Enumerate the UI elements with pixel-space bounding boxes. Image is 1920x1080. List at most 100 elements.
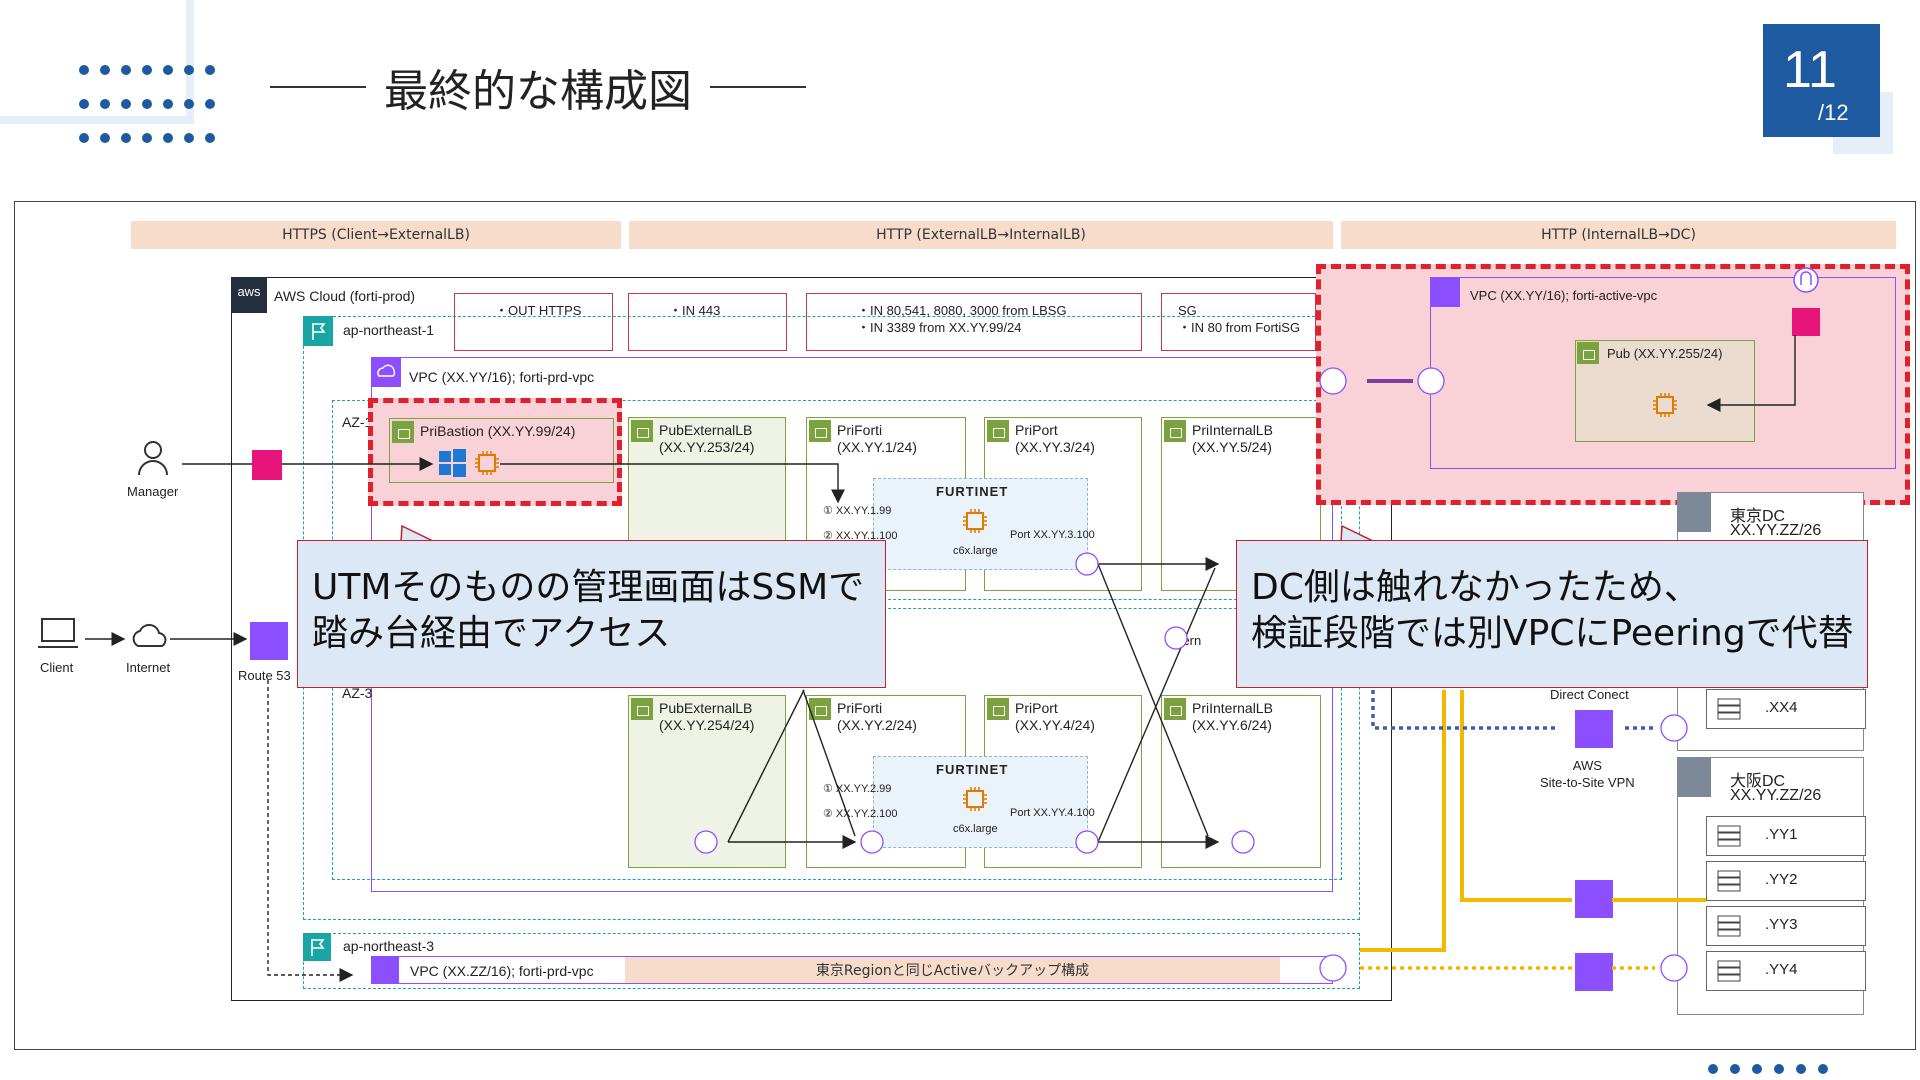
tokyo-server-xx4: .XX4 [1706, 689, 1866, 729]
lock-icon [809, 698, 831, 720]
fortigate-az1 [873, 478, 1088, 570]
lock-icon [1164, 698, 1186, 720]
osaka-note-text: 東京Regionと同じActiveバックアップ構成 [815, 963, 1090, 979]
page-indicator: 11 /12 [1763, 24, 1880, 137]
subnet-pri-bastion: PriBastion (XX.YY.99/24) [389, 418, 614, 483]
region-flag-icon [303, 933, 331, 961]
tokyo-dc-cidr: XX.YY.ZZ/26 [1730, 522, 1822, 539]
vpc-peer-label: VPC (XX.YY/16); forti-active-vpc [1470, 288, 1658, 303]
subnet-pri-port-1: PriPort (XX.YY.3/24) [984, 417, 1142, 591]
fortigate-port-az1: Port XX.YY.3.100 [1010, 529, 1095, 541]
tokyo-dc-label: 東京DC [1730, 508, 1786, 525]
fortigate-if2-az3: ② XX.YY.2.100 [823, 808, 898, 820]
server-icon [1717, 825, 1741, 847]
slide-title-text: 最終的な構成図 [384, 66, 692, 117]
direct-connect-label: Direct Conect [1550, 687, 1629, 702]
aws-cloud-label: AWS Cloud (forti-prod) [274, 288, 416, 304]
slide-title: 最終的な構成図 [270, 55, 806, 119]
fortinet-brand-az3: FURTINET [936, 762, 1009, 777]
subnet-port1-label: PriPort (XX.YY.3/24) [1015, 422, 1095, 455]
fortigate-type-az3: c6x.large [953, 823, 998, 835]
fortigate-port-az3: Port XX.YY.4.100 [1010, 807, 1095, 819]
region-ap-northeast-3 [303, 933, 1360, 989]
subnet-port3-label: PriPort (XX.YY.4/24) [1015, 700, 1095, 733]
sg-fortisg-line2: ・IN 80 from FortiSG [1178, 320, 1301, 335]
client-label: Client [40, 660, 74, 675]
osaka-server-yy2: .YY2 [1706, 861, 1866, 901]
region-1-label: ap-northeast-1 [343, 322, 435, 338]
subnet-intlb1-label: PriInternalLB (XX.YY.5/24) [1192, 422, 1273, 455]
server-label: .YY2 [1765, 871, 1798, 888]
band-http-internal: HTTP (InternalLB→DC) [1341, 221, 1896, 249]
callout-ssm-access: UTMそのものの管理画面はSSMで 踏み台経由でアクセス [297, 540, 886, 688]
subnet-pri-internal-lb-1: PriInternalLB (XX.YY.5/24) [1161, 417, 1321, 591]
route53-icon [250, 622, 288, 660]
sg-fortisg: SG ・IN 80 from FortiSG [1161, 293, 1316, 351]
band-http-internal-label: HTTP (InternalLB→DC) [1541, 227, 1696, 243]
user-icon [138, 441, 168, 476]
sg-in-443: ・IN 443 [628, 293, 787, 351]
osaka-server-yy1: .YY1 [1706, 816, 1866, 856]
az-1-label: AZ-1 [342, 414, 373, 430]
vpc-icon [1430, 277, 1460, 307]
fortigate-az3 [873, 756, 1088, 848]
fortinet-brand-az1: FURTINET [936, 484, 1009, 499]
server-label: .XX4 [1765, 699, 1798, 716]
band-http-external: HTTP (ExternalLB→InternalLB) [629, 221, 1333, 249]
sg-out-https: ・OUT HTTPS [454, 293, 613, 351]
osaka-note: 東京Regionと同じActiveバックアップ構成 [625, 957, 1280, 983]
subnet-pub-peer-label: Pub (XX.YY.255/24) [1607, 346, 1723, 361]
diagram-frame [14, 201, 1916, 1050]
vpc-icon [371, 956, 399, 984]
band-https-label: HTTPS (Client→ExternalLB) [282, 227, 470, 243]
subnet-bastion-label: PriBastion (XX.YY.99/24) [420, 423, 576, 439]
subnet-forti3-label: PriForti (XX.YY.2/24) [837, 700, 917, 733]
sg-in443-text: ・IN 443 [669, 303, 721, 318]
subnet-pri-forti-3: PriForti (XX.YY.2/24) [806, 695, 966, 868]
server-icon [1717, 870, 1741, 892]
bastion-highlight [368, 398, 622, 506]
lock-icon [631, 420, 653, 442]
lock-icon [631, 698, 653, 720]
sg-fortisg-line1: SG [1178, 303, 1197, 318]
lock-icon [1577, 342, 1599, 364]
lock-icon [809, 420, 831, 442]
subnet-pri-internal-lb-3: PriInternalLB (XX.YY.6/24) [1161, 695, 1321, 868]
vpc-icon [371, 357, 401, 387]
subnet-forti1-label: PriForti (XX.YY.1/24) [837, 422, 917, 455]
server-label: .YY4 [1765, 961, 1798, 978]
fortigate-type-az1: c6x.large [953, 545, 998, 557]
vpc-main-label: VPC (XX.YY/16); forti-prd-vpc [409, 369, 595, 385]
subnet-pubext3-label: PubExternalLB (XX.YY.254/24) [659, 700, 755, 733]
band-http-external-label: HTTP (ExternalLB→InternalLB) [876, 227, 1086, 243]
manager-label: Manager [127, 484, 179, 499]
internet-icon [132, 623, 167, 647]
band-https: HTTPS (Client→ExternalLB) [131, 221, 621, 249]
title-rule-right [710, 86, 806, 88]
callout-peering-substitute: DC側は触れなかったため、 検証段階では別VPCにPeeringで代替 [1236, 540, 1868, 688]
aws-logo-text: aws [237, 284, 261, 299]
vpc-osaka-label: VPC (XX.ZZ/16); forti-prd-vpc [410, 963, 594, 979]
sg-lbsg: ・IN 80,541, 8080, 3000 from LBSG ・IN 338… [806, 293, 1142, 351]
internet-label: Internet [126, 660, 171, 675]
server-icon [1717, 960, 1741, 982]
server-icon [1717, 915, 1741, 937]
server-icon [1717, 698, 1741, 720]
lock-icon [987, 420, 1009, 442]
subnet-intlb3-label: PriInternalLB (XX.YY.6/24) [1192, 700, 1273, 733]
fortigate-instance-icon [963, 787, 987, 811]
decor-corner-line [186, 0, 194, 122]
server-label: .YY1 [1765, 826, 1798, 843]
ssm-icon [252, 450, 282, 480]
decor-corner-bar [0, 116, 194, 124]
osaka-server-yy3: .YY3 [1706, 906, 1866, 946]
osaka-dc-cidr: XX.YY.ZZ/26 [1730, 787, 1822, 804]
client-icon [38, 618, 78, 648]
lock-icon [1164, 420, 1186, 442]
server-label: .YY3 [1765, 916, 1798, 933]
sg-lbsg-line1: ・IN 80,541, 8080, 3000 from LBSG [857, 303, 1067, 318]
fortigate-instance-icon [963, 509, 987, 533]
route53-label: Route 53 [238, 668, 291, 683]
ec2-instance-icon [475, 451, 499, 475]
